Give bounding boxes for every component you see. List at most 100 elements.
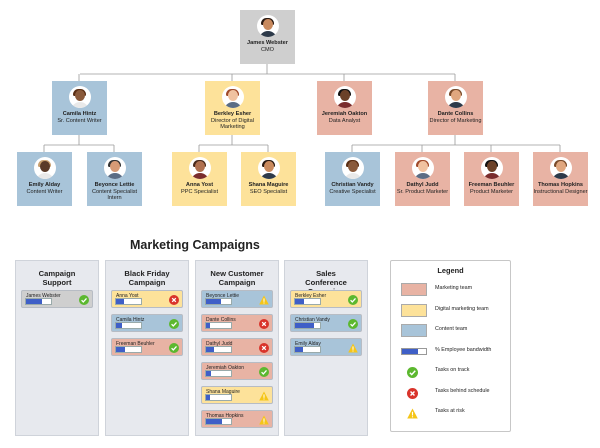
campaigns-title: Marketing Campaigns: [130, 238, 260, 252]
org-card-name: Dathyl Judd: [406, 182, 439, 188]
legend-label: Marketing team: [435, 285, 473, 291]
legend-item: Tasks behind schedule: [401, 386, 507, 399]
avatar-icon: [221, 86, 244, 108]
task-card[interactable]: James Webster: [21, 290, 93, 308]
org-card-name: Freeman Beuhler: [468, 182, 515, 188]
avatar-icon: [257, 157, 280, 179]
org-card-role: CMO: [260, 46, 275, 53]
bandwidth-bar: [115, 322, 142, 329]
bandwidth-fill: [206, 395, 210, 400]
task-card[interactable]: Emily Alday: [290, 338, 362, 356]
org-card-name: Thomas Hopkins: [537, 182, 584, 188]
warning-icon: [259, 391, 269, 401]
legend-label: Content team: [435, 326, 468, 332]
org-card-role: Creative Specialist: [329, 188, 376, 195]
bandwidth-bar: [25, 298, 52, 305]
bandwidth-fill: [206, 299, 221, 304]
task-card[interactable]: Christian Vandy: [290, 314, 362, 332]
task-card[interactable]: Anna Yost: [111, 290, 183, 308]
bandwidth-bar: [205, 394, 232, 401]
org-card-role: Sr. Product Marketer: [396, 188, 449, 195]
org-card-role: Content Writer: [26, 188, 63, 195]
task-assignee: Beyonce Lettie: [206, 293, 240, 299]
bandwidth-bar: [294, 322, 321, 329]
bandwidth-fill: [26, 299, 43, 304]
task-card[interactable]: Shana Maguire: [201, 386, 273, 404]
org-card-name: Shana Maguire: [248, 182, 289, 188]
task-card[interactable]: Dante Collins: [201, 314, 273, 332]
task-assignee: Camila Hintz: [116, 317, 145, 323]
bandwidth-bar: [115, 298, 142, 305]
avatar-icon: [188, 157, 211, 179]
bandwidth-fill: [295, 347, 303, 352]
task-card[interactable]: Beyonce Lettie: [201, 290, 273, 308]
task-assignee: Anna Yost: [116, 293, 139, 299]
avatar-icon: [341, 157, 364, 179]
avatar-icon: [103, 157, 126, 179]
task-assignee: Dante Collins: [206, 317, 236, 323]
org-card-role: Product Marketer: [470, 188, 513, 195]
org-card-name: Beyonce Lettie: [94, 182, 135, 188]
legend-swatch: [401, 283, 427, 296]
warning-icon: [259, 295, 269, 305]
task-assignee: Freeman Beuhler: [116, 341, 155, 347]
avatar-icon: [549, 157, 572, 179]
bandwidth-fill: [295, 299, 304, 304]
org-card-name: Dante Collins: [437, 111, 474, 117]
legend-item: Digital marketing team: [401, 303, 507, 317]
task-card[interactable]: Camila Hintz: [111, 314, 183, 332]
task-assignee: James Webster: [26, 293, 61, 299]
task-card[interactable]: Freeman Beuhler: [111, 338, 183, 356]
task-assignee: Jeremiah Oakton: [206, 365, 245, 371]
task-assignee: Dathyl Judd: [206, 341, 233, 347]
task-card[interactable]: Thomas Hopkins: [201, 410, 273, 428]
task-card[interactable]: Dathyl Judd: [201, 338, 273, 356]
org-card-name: Anna Yost: [185, 182, 214, 188]
warning-icon: [348, 343, 358, 353]
check-icon: [169, 343, 179, 353]
legend-item: Tasks at risk: [401, 406, 507, 419]
org-card-role: SEO Specialist: [249, 188, 288, 195]
avatar-icon: [333, 86, 356, 108]
legend-swatch: [401, 303, 427, 317]
bandwidth-fill: [206, 371, 211, 376]
avatar-icon: [444, 86, 467, 108]
org-card-name: Christian Vandy: [331, 182, 374, 188]
legend-item: Tasks on track: [401, 365, 507, 378]
bandwidth-swatch: [401, 347, 427, 355]
legend-label: Tasks at risk: [435, 408, 465, 414]
check-icon: [169, 319, 179, 329]
task-card[interactable]: Jeremiah Oakton: [201, 362, 273, 380]
task-assignee: Christian Vandy: [295, 317, 330, 323]
legend-item: Content team: [401, 324, 507, 337]
bandwidth-bar: [115, 346, 142, 353]
org-card-name: Emily Alday: [28, 182, 61, 188]
bandwidth-bar: [294, 346, 321, 353]
check-icon: [348, 295, 358, 305]
campaign-column: Sales Conference CampaignBerkley EsherCh…: [284, 260, 368, 436]
bandwidth-bar: [205, 370, 232, 377]
x-circle-icon: [169, 295, 179, 305]
bandwidth-bar: [205, 346, 232, 353]
legend-swatch: [401, 324, 427, 337]
task-card[interactable]: Berkley Esher: [290, 290, 362, 308]
bandwidth-fill: [295, 323, 314, 328]
